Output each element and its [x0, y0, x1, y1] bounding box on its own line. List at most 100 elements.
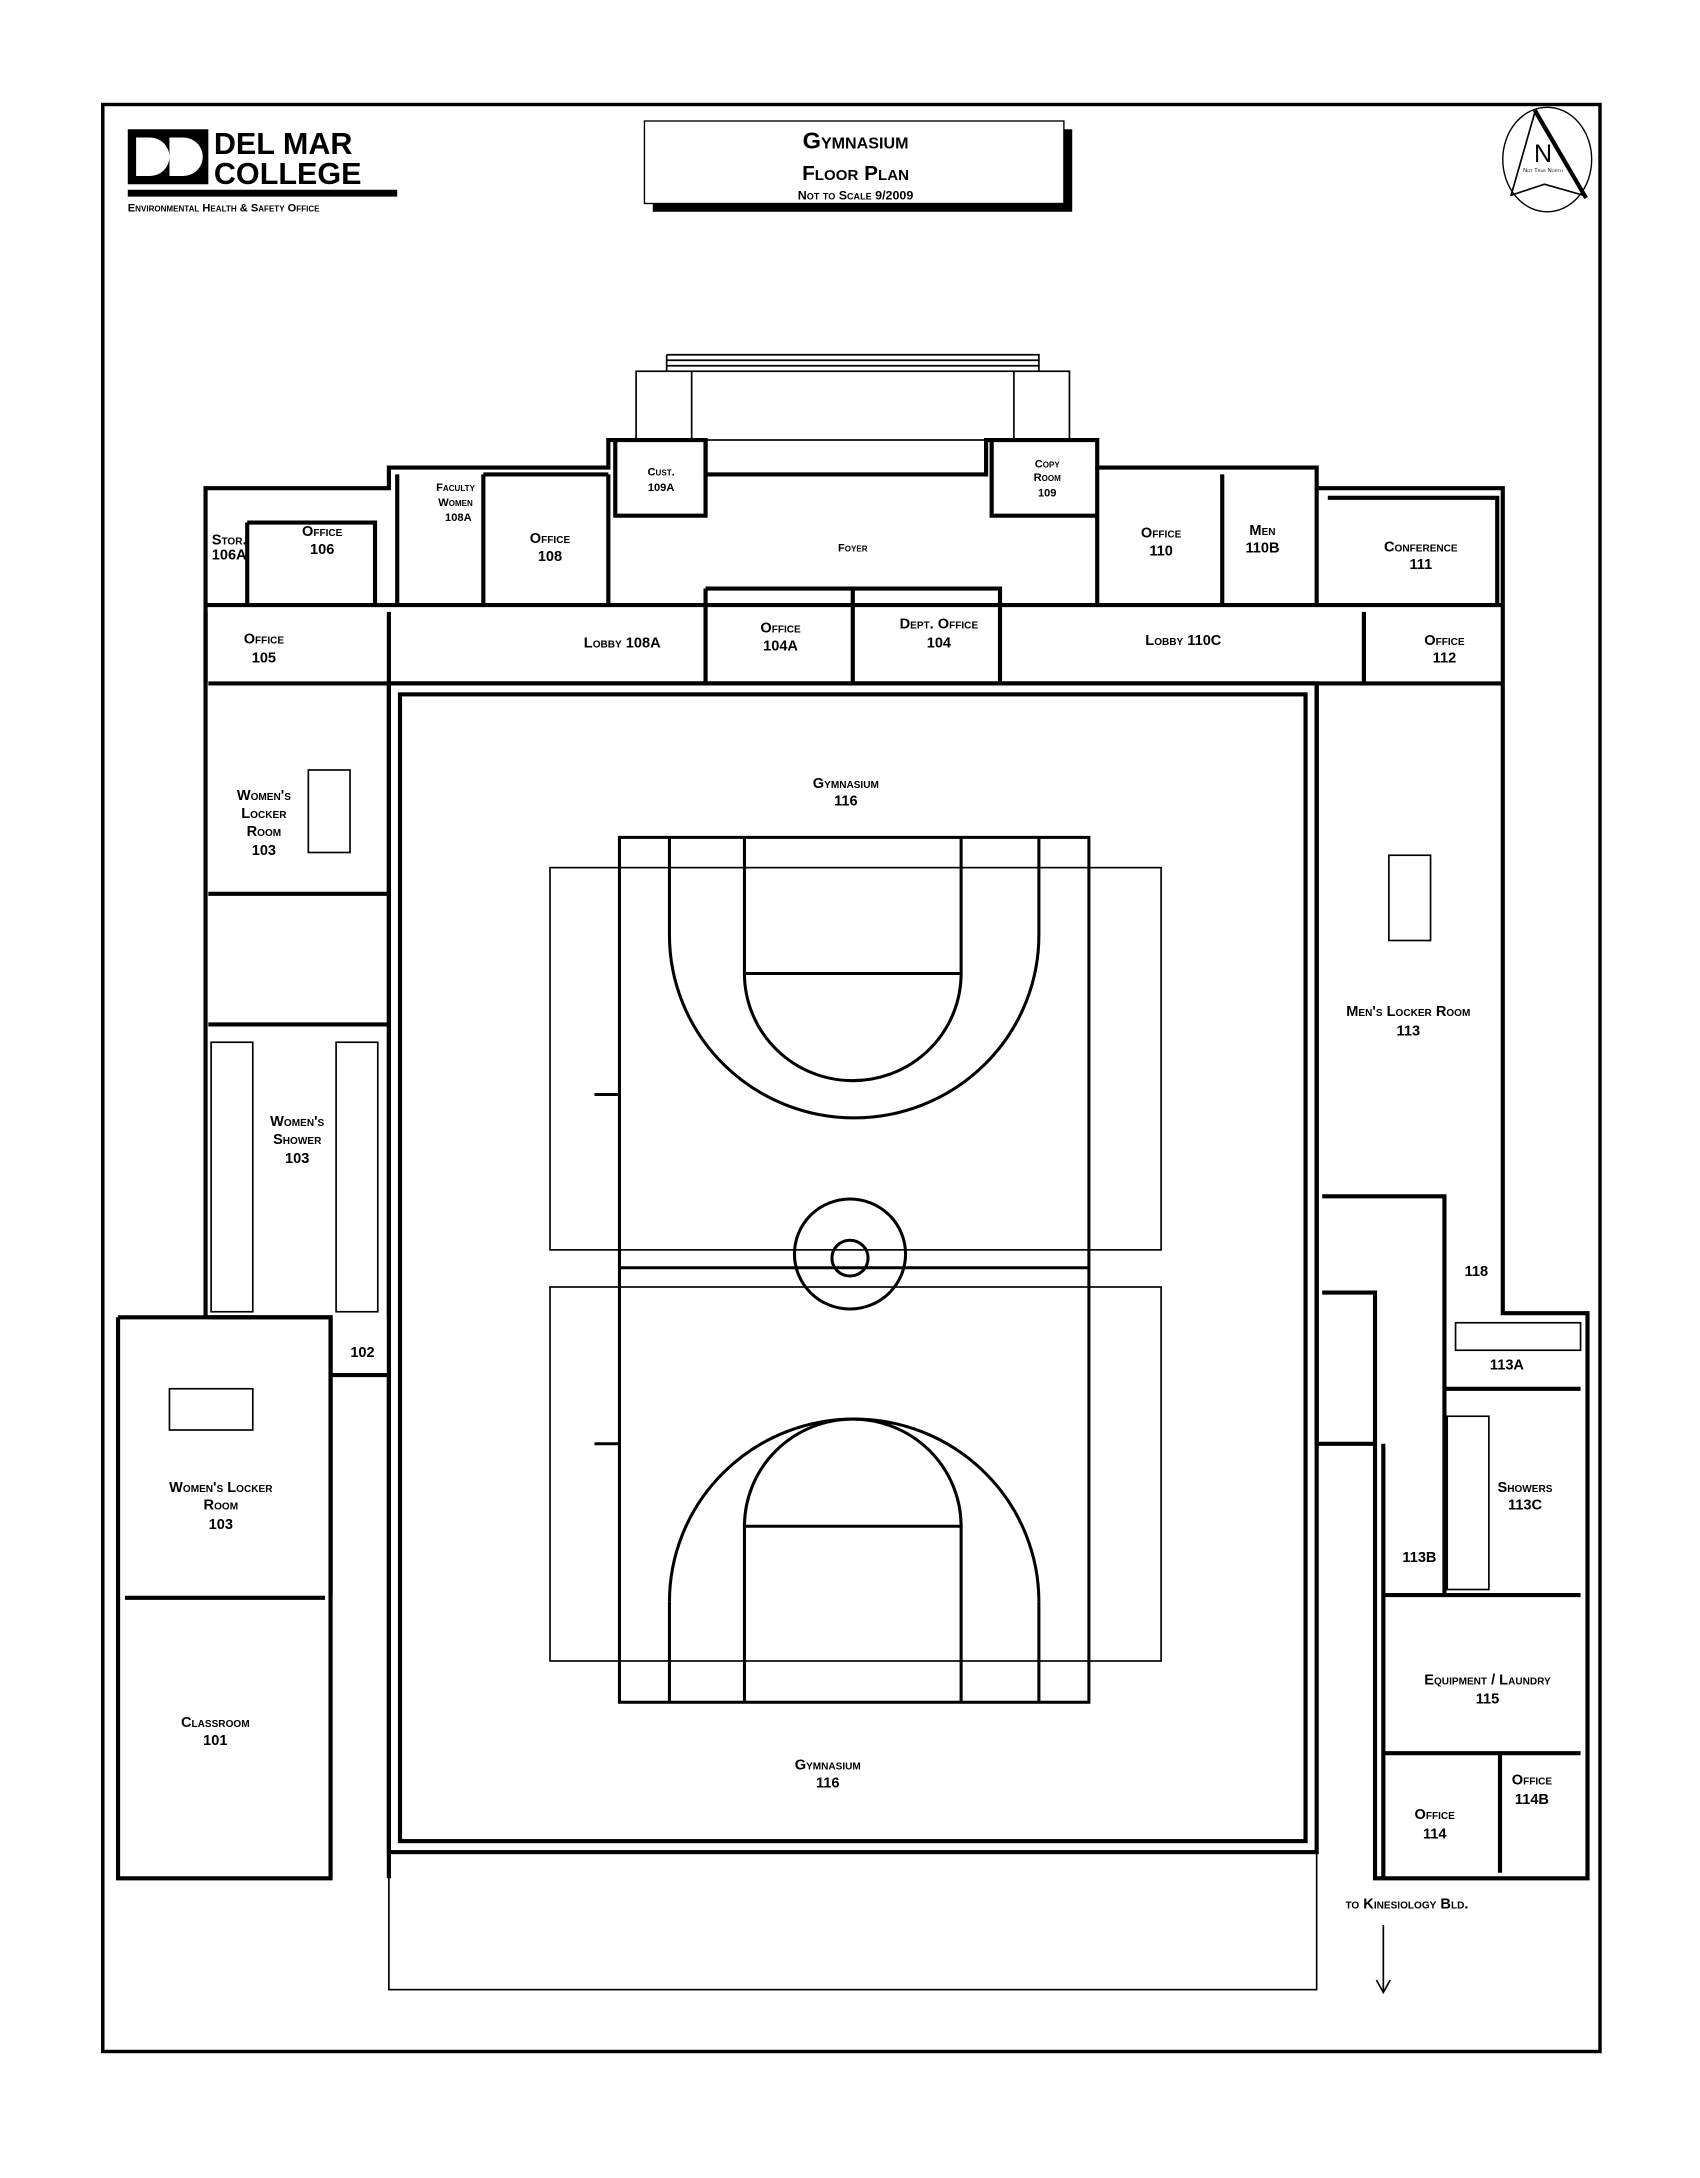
room-label-text: Room [1034, 472, 1062, 484]
room-label-text: Gymnasium [813, 776, 879, 792]
room-label-text: Women's Locker [169, 1480, 273, 1496]
room-label-text: Equipment / Laundry [1424, 1672, 1551, 1688]
room-102: 102 [350, 1345, 374, 1361]
room-label-text: Cust. [648, 467, 675, 479]
room-label-text: 105 [252, 651, 276, 667]
room-label-text: 102 [350, 1345, 374, 1361]
room-equipment-laundry-115: Equipment / Laundry 115 [1424, 1672, 1551, 1707]
room-foyer: Foyer [838, 542, 868, 554]
room-label-text: Office [1424, 633, 1465, 649]
room-conference-111: Conference 111 [1384, 539, 1458, 573]
room-men-110b: Men 110B [1245, 523, 1279, 557]
room-label-text: 109 [1038, 487, 1057, 499]
room-label-text: 116 [816, 1776, 840, 1792]
shower-stalls [168, 769, 1582, 1591]
room-label-text: Office [1141, 526, 1182, 542]
room-label-text: 115 [1476, 1692, 1500, 1708]
room-label-text: Office [530, 531, 571, 547]
room-label-text: Office [244, 632, 285, 648]
room-label-text: Conference [1384, 539, 1458, 555]
room-label-text: Office [1415, 1807, 1456, 1823]
room-113b: 113B [1402, 1550, 1436, 1566]
room-office-114: Office 114 [1415, 1807, 1456, 1842]
room-lobby-110c: Lobby 110C [1145, 633, 1222, 649]
page-border [101, 102, 1602, 2054]
room-label-text: Locker [241, 806, 287, 822]
room-label-text: Copy [1035, 459, 1061, 471]
room-label-text: Women [438, 497, 473, 509]
room-label-text: 103 [209, 1517, 233, 1533]
room-label-text: 116 [834, 794, 858, 810]
title-line1: Gymnasium [803, 128, 909, 154]
room-label-text: 104 [927, 636, 951, 652]
room-label-text: 103 [285, 1151, 309, 1167]
room-label-text: 111 [1409, 557, 1432, 573]
room-label-text: Shower [273, 1132, 322, 1148]
room-office-112: Office 112 [1424, 633, 1465, 667]
room-label-text: Women's [270, 1114, 324, 1130]
room-label-text: Lobby 108A [584, 636, 661, 652]
room-office-110: Office 110 [1141, 526, 1182, 560]
room-label-text: 110 [1149, 544, 1173, 560]
room-label-text: 104A [763, 638, 798, 654]
logo-line2: COLLEGE [214, 157, 362, 191]
room-label-text: 110B [1245, 541, 1279, 557]
direction-kinesiology: to Kinesiology Bld. [1345, 1897, 1468, 1913]
room-stor-106a: Stor.106A [212, 533, 247, 564]
room-label-text: Men [1249, 523, 1275, 539]
room-label-text: Office [302, 524, 343, 540]
room-label-text: 114 [1423, 1826, 1447, 1842]
room-label-text: 108A [445, 512, 472, 524]
room-label-text: 106A [212, 548, 247, 564]
college-logo: DEL MAR COLLEGE Environmental Health & S… [128, 127, 398, 215]
room-label-text: 112 [1433, 651, 1457, 667]
room-cust-109a: Cust. 109A [648, 467, 675, 494]
room-label-text: 113A [1490, 1358, 1525, 1374]
logo-line1: DEL MAR [214, 127, 353, 161]
room-label-text: 109A [648, 482, 675, 494]
room-label-text: Office [1512, 1773, 1553, 1789]
room-label-text: 108 [538, 549, 562, 565]
room-office-108: Office 108 [530, 531, 571, 565]
room-label-text: Stor. [212, 533, 247, 549]
title-block: Gymnasium Floor Plan Not to Scale 9/2009 [643, 120, 1073, 212]
room-label-text: 103 [252, 843, 276, 859]
title-line2: Floor Plan [802, 162, 909, 185]
room-office-105: Office 105 [244, 632, 285, 667]
room-label-text: Office [760, 621, 801, 637]
room-label-text: Gymnasium [795, 1758, 861, 1774]
title-line3: Not to Scale 9/2009 [798, 188, 914, 202]
north-caption: Not True North [1523, 168, 1563, 174]
building-walls [115, 437, 1590, 1991]
room-label-text: 113B [1402, 1550, 1436, 1566]
room-label-text: 118 [1465, 1264, 1489, 1280]
room-office-114b: Office 114B [1512, 1773, 1553, 1808]
north-letter: N [1534, 140, 1552, 168]
logo-office: Environmental Health & Safety Office [128, 203, 320, 215]
room-gymnasium-116-north: Gymnasium 116 [813, 776, 879, 810]
room-113a: 113A [1490, 1358, 1525, 1374]
room-118: 118 [1465, 1264, 1489, 1280]
room-label-text: 106 [310, 542, 334, 558]
north-arrow-icon: N Not True North [1502, 106, 1593, 213]
room-label-text: 113C [1508, 1498, 1543, 1514]
basketball-court [549, 835, 1162, 1704]
room-label-text: Foyer [838, 542, 868, 554]
room-lobby-108a: Lobby 108A [584, 636, 661, 652]
room-label-text: Women's [237, 788, 291, 804]
room-label-text: 114B [1515, 1792, 1549, 1808]
room-gymnasium-116-south: Gymnasium 116 [795, 1758, 861, 1792]
room-label-text: Room [247, 824, 282, 840]
